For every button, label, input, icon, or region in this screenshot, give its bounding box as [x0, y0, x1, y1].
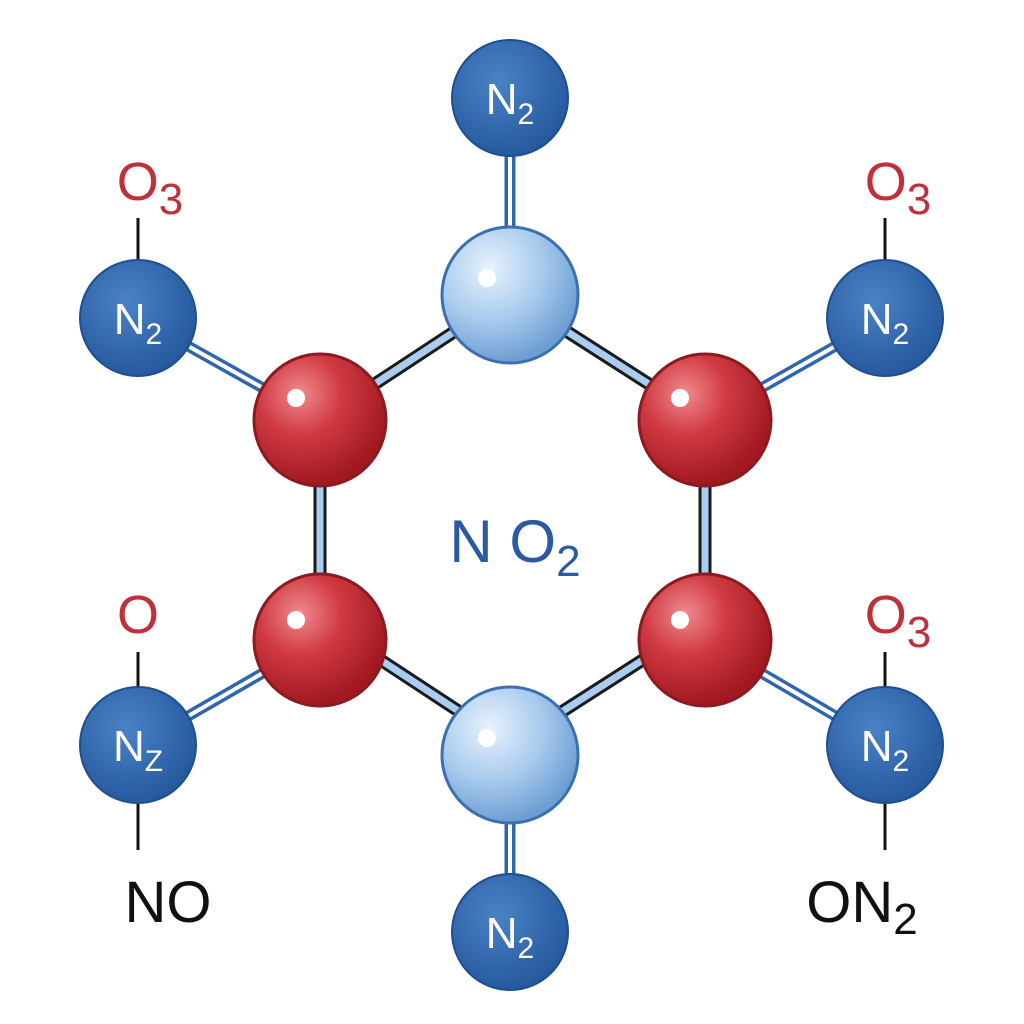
ring-atoms — [252, 225, 773, 825]
ring-atom-top — [440, 225, 580, 365]
outer-atom-upper-right-sub: 2 — [893, 318, 910, 351]
outer-atom-lower-right-main: N — [861, 722, 893, 771]
svg-text:N2: N2 — [486, 909, 534, 965]
outer-atom-bottom-sub: 2 — [518, 932, 535, 965]
ring-atom-lower-right — [637, 572, 773, 708]
side-labels: O3 O3 O O3 NO ON2 — [117, 152, 932, 944]
ring-atom-upper-right — [637, 352, 773, 488]
outer-atom-top-main: N — [486, 75, 518, 124]
outer-atom-upper-right: N2 — [826, 259, 944, 377]
svg-text:NZ: NZ — [113, 722, 163, 778]
svg-text:N2: N2 — [486, 75, 534, 131]
ring-atom-lower-left — [252, 572, 388, 708]
center-label-main: N O — [449, 508, 556, 575]
outer-atom-lower-right: N2 — [826, 686, 944, 804]
outer-atom-lower-left-main: N — [113, 722, 145, 771]
outer-atom-top-sub: 2 — [518, 98, 535, 131]
outer-atom-lower-left: NZ — [79, 686, 197, 804]
label-upper-right: O3 — [865, 152, 932, 224]
center-label: N O2 — [449, 508, 580, 586]
outer-atom-top: N2 — [451, 39, 569, 157]
label-lower-right-bottom: ON2 — [806, 870, 917, 944]
ring-atom-bottom — [440, 685, 580, 825]
outer-atom-bottom: N2 — [451, 873, 569, 991]
outer-atom-bottom-main: N — [486, 909, 518, 958]
outer-atom-upper-left-main: N — [114, 295, 146, 344]
label-lower-left-bottom: NO — [125, 870, 212, 935]
outer-atom-lower-left-sub: Z — [145, 745, 163, 778]
label-upper-left: O3 — [117, 152, 184, 224]
outer-atoms: N2 N2 N2 N2 NZ — [79, 39, 944, 991]
svg-text:N2: N2 — [861, 295, 909, 351]
svg-text:N2: N2 — [114, 295, 162, 351]
outer-atom-lower-right-sub: 2 — [893, 745, 910, 778]
label-lower-right-top: O3 — [865, 585, 932, 657]
ring-atom-upper-left — [252, 352, 388, 488]
outer-atom-upper-left-sub: 2 — [146, 318, 163, 351]
outer-atom-upper-right-main: N — [861, 295, 893, 344]
center-label-sub: 2 — [556, 537, 580, 586]
label-lower-left-top: O — [117, 585, 159, 645]
svg-text:N2: N2 — [861, 722, 909, 778]
outer-atom-upper-left: N2 — [79, 259, 197, 377]
